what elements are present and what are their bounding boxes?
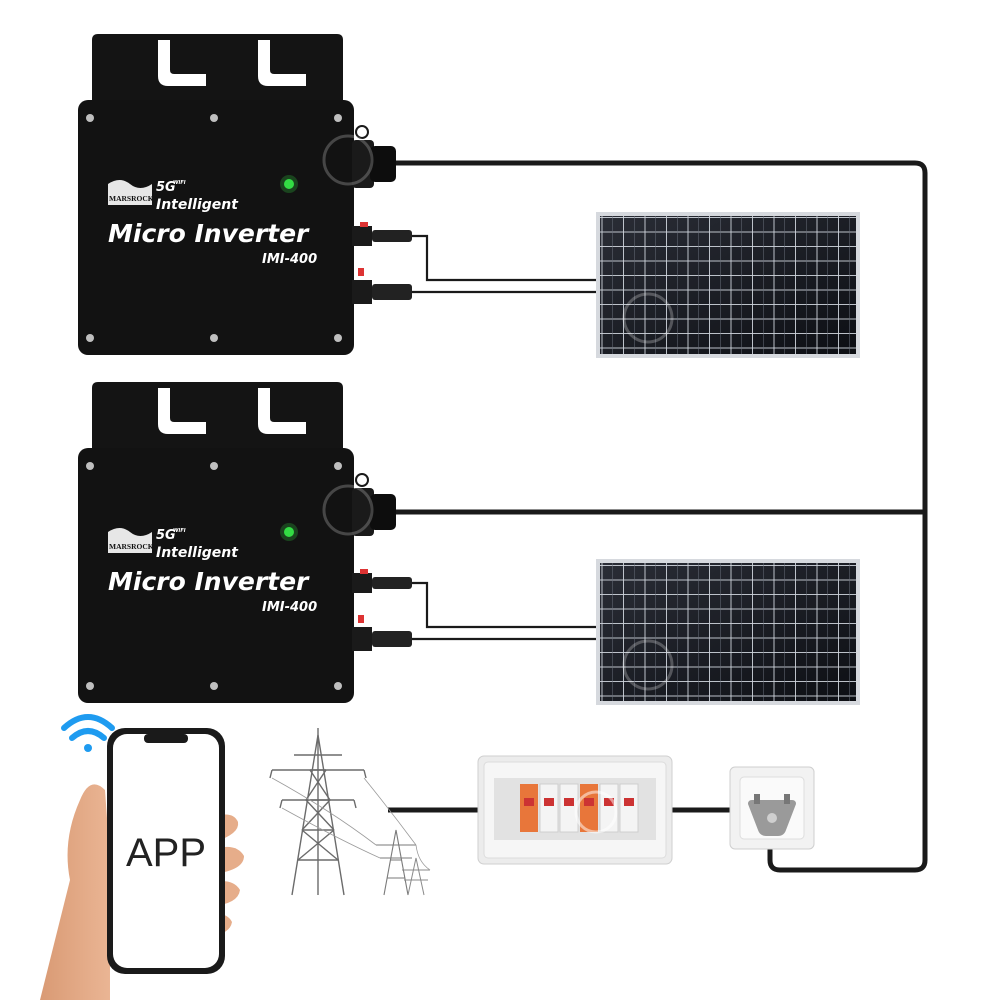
status-led bbox=[284, 179, 294, 189]
status-led bbox=[284, 527, 294, 537]
app-label: APP bbox=[126, 831, 206, 875]
power-tower-icon bbox=[376, 829, 416, 896]
ac-connector bbox=[352, 473, 396, 536]
wifi-icon bbox=[61, 714, 115, 752]
mounting-bracket bbox=[92, 382, 343, 450]
dc-cables bbox=[410, 234, 598, 641]
smartphone: APP bbox=[107, 728, 225, 974]
watermark-logo bbox=[322, 134, 374, 186]
power-tower-icon bbox=[402, 857, 430, 896]
ac-connector bbox=[352, 125, 396, 188]
mounting-bracket bbox=[92, 34, 343, 102]
marsrock-logo: MARSROCK bbox=[108, 528, 154, 553]
inverter-model: IMI-400 bbox=[262, 252, 317, 267]
badge-5g: 5G bbox=[156, 528, 176, 543]
watermark-logo bbox=[574, 790, 618, 834]
power-tower-icon bbox=[269, 728, 367, 896]
wall-socket-icon bbox=[729, 766, 815, 850]
marsrock-logo: MARSROCK bbox=[108, 180, 154, 205]
dc-connector-negative bbox=[352, 615, 412, 651]
dc-connector-positive bbox=[352, 222, 412, 246]
badge-wifi: WIFI bbox=[173, 528, 186, 534]
ac-cables bbox=[388, 160, 928, 873]
micro-inverter-bottom: MARSROCK 5G WIFI Intelligent Micro Inver… bbox=[78, 382, 412, 703]
screws bbox=[86, 114, 342, 342]
phone-screen bbox=[113, 734, 219, 968]
watermark-logo bbox=[622, 639, 674, 691]
dc-connector-positive bbox=[352, 569, 412, 593]
screws bbox=[86, 462, 342, 690]
micro-inverter-top: MARSROCK 5G WIFI Intelligent Micro Inver… bbox=[78, 34, 412, 355]
inverter-tagline: Intelligent bbox=[156, 197, 239, 213]
watermark-logo bbox=[322, 484, 374, 536]
ac-cable-main bbox=[395, 160, 928, 873]
svg-text:MARSROCK: MARSROCK bbox=[109, 194, 154, 203]
solar-panel-top bbox=[596, 212, 860, 358]
inverter-body bbox=[78, 100, 354, 355]
badge-5g: 5G bbox=[156, 180, 176, 195]
badge-wifi: WIFI bbox=[173, 180, 186, 186]
inverter-title: Micro Inverter bbox=[108, 219, 310, 248]
breaker-switches bbox=[520, 783, 639, 833]
phone-notch bbox=[144, 734, 188, 743]
inverter-body bbox=[78, 448, 354, 703]
circuit-breaker-box bbox=[477, 755, 673, 865]
inverter-model: IMI-400 bbox=[262, 600, 317, 615]
svg-text:MARSROCK: MARSROCK bbox=[109, 542, 154, 551]
watermark-logo bbox=[622, 292, 674, 344]
dc-connector-negative bbox=[352, 268, 412, 304]
inverter-title: Micro Inverter bbox=[108, 567, 310, 596]
power-lines bbox=[271, 777, 431, 871]
inverter-tagline: Intelligent bbox=[156, 545, 239, 561]
solar-panel-bottom bbox=[596, 559, 860, 705]
